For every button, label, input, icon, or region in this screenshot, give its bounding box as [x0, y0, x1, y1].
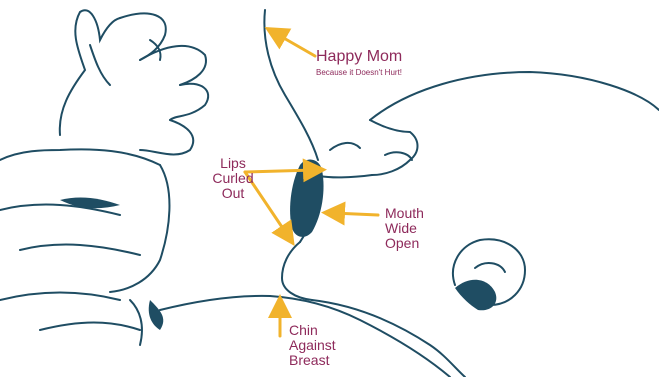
baby-arm-sleeve [0, 149, 169, 345]
sleeve-shadow [149, 300, 164, 330]
arrow-happy-mom [275, 33, 315, 56]
label-mouth-line-2: Wide [385, 221, 417, 236]
label-chin-line-1: Chin [289, 323, 318, 338]
ear-inner-shadow [455, 280, 496, 311]
label-happy-mom: Happy Mom [316, 49, 402, 64]
label-mouth-line-1: Mouth [385, 206, 424, 221]
label-lips-line-2: Curled [212, 171, 253, 186]
label-happy-mom-subtitle: Because it Doesn't Hurt! [316, 68, 402, 77]
hand-drawing [60, 10, 208, 154]
label-lips-line-1: Lips [220, 156, 246, 171]
baby-head [282, 72, 659, 377]
label-mouth-line-3: Open [385, 236, 419, 251]
label-chin-against-breast: Chin Against Breast [289, 323, 336, 368]
label-lips-line-3: Out [222, 186, 245, 201]
label-lips-curled-out: Lips Curled Out [205, 156, 261, 201]
label-mouth-wide-open: Mouth Wide Open [385, 206, 424, 251]
label-chin-line-3: Breast [289, 353, 329, 368]
label-chin-line-2: Against [289, 338, 336, 353]
arrow-mouth-wide-open [333, 213, 378, 215]
